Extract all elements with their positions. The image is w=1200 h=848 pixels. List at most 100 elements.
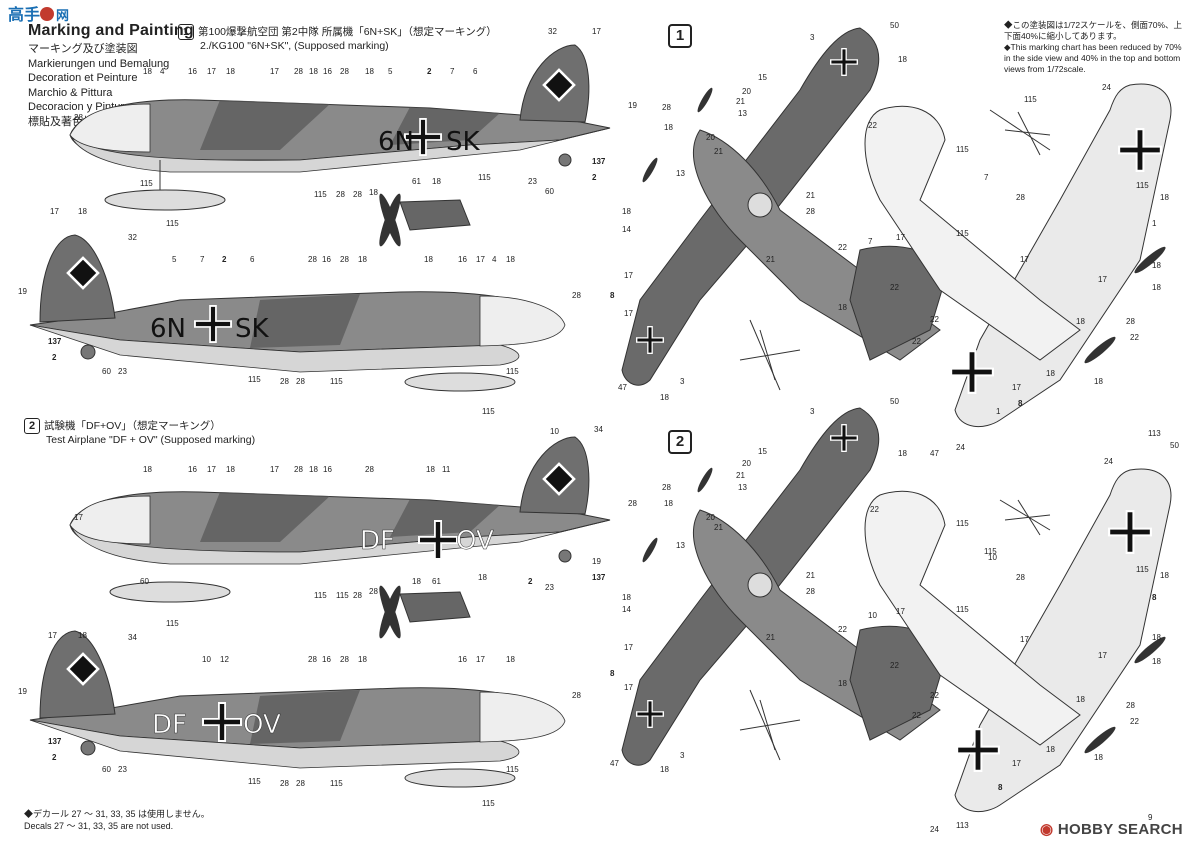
callout-number: 21: [714, 147, 723, 156]
callout-number: 28: [296, 377, 305, 386]
callout-number: 10: [202, 655, 211, 664]
callout-number: 28: [336, 190, 345, 199]
callout-number: 21: [736, 97, 745, 106]
callout-number: 47: [930, 449, 939, 458]
tail-wheel: [558, 153, 572, 167]
callout-number: 18: [838, 679, 847, 688]
callout-number: 5: [172, 255, 177, 264]
callout-number: 23: [545, 583, 554, 592]
callout-number: 12: [220, 655, 229, 664]
callout-number: 17: [624, 309, 633, 318]
callout-number: 16: [188, 67, 197, 76]
callout-number: 28: [308, 655, 317, 664]
callout-number: 18: [426, 465, 435, 474]
callout-number: 17: [270, 67, 279, 76]
callout-number: 22: [1130, 717, 1139, 726]
callout-number: 22: [838, 243, 847, 252]
svg-text:网: 网: [56, 9, 69, 24]
bomb: [104, 189, 226, 211]
scheme-1-title-en: 2./KG100 "6N+SK", (Supposed marking): [200, 40, 389, 52]
callout-number: 17: [476, 655, 485, 664]
camo-dark: [250, 294, 360, 348]
callout-number: 16: [322, 655, 331, 664]
scheme-2-header: 2 試験機「DF+OV」（想定マーキング） Test Airplane "DF +…: [24, 418, 255, 447]
callout-number: 19: [18, 287, 27, 296]
callout-number: 18: [365, 67, 374, 76]
callout-number: 115: [482, 407, 495, 416]
belly-light: [29, 719, 520, 769]
callout-number: 115: [482, 799, 495, 808]
scheme-2-title-jp: 試験機「DF+OV」（想定マーキング）: [44, 419, 221, 432]
callout-number: 1: [1152, 219, 1157, 228]
callout-number: 2: [52, 753, 57, 762]
scheme-2-badge: 2: [24, 418, 40, 434]
camo-dark: [250, 690, 360, 744]
callout-number: 32: [548, 27, 557, 36]
callout-number: 32: [128, 233, 137, 242]
scale-note-en: ◆This marking chart has been reduced by …: [1004, 42, 1182, 74]
callout-number: 17: [1012, 383, 1021, 392]
callout-number: 18: [226, 465, 235, 474]
callout-number: 24: [1104, 457, 1113, 466]
decal-note-jp: ◆デカール 27 ～ 31, 33, 35 は使用しません。: [24, 809, 210, 819]
callout-number: 115: [956, 229, 969, 238]
callout-number: 4: [160, 67, 165, 76]
tail-wheel: [80, 344, 96, 360]
callout-number: 18: [309, 67, 318, 76]
callout-number: 28: [340, 67, 349, 76]
callout-number: 15: [758, 447, 767, 456]
callout-number: 20: [706, 133, 715, 142]
callout-number: 18: [1046, 745, 1055, 754]
callout-number: 18: [432, 177, 441, 186]
callout-number: 28: [1016, 193, 1025, 202]
callout-number: 9: [1148, 813, 1153, 822]
callout-number: 61: [412, 177, 421, 186]
callout-number: 18: [424, 255, 433, 264]
glazed-nose: [479, 691, 566, 743]
callout-number: 17: [207, 465, 216, 474]
callout-number: 20: [742, 87, 751, 96]
callout-number: 18: [226, 67, 235, 76]
callout-number: 16: [323, 465, 332, 474]
decal-note-en: Decals 27 ～ 31, 33, 35 are not used.: [24, 821, 174, 831]
callout-number: 18: [358, 255, 367, 264]
callout-number: 24: [956, 443, 965, 452]
belly-light: [70, 127, 611, 173]
callout-number: 18: [898, 449, 907, 458]
callout-number: 18: [838, 303, 847, 312]
callout-number: 115: [984, 547, 997, 556]
bomb: [404, 768, 516, 788]
callout-number: 17: [1020, 255, 1029, 264]
callout-number: 20: [742, 459, 751, 468]
callout-number: 28: [1126, 701, 1135, 710]
callout-number: 115: [166, 619, 179, 628]
callout-number: 7: [868, 237, 873, 246]
callout-number: 113: [1148, 429, 1161, 438]
callout-number: 18: [1152, 261, 1161, 270]
registration-right: SK: [235, 314, 270, 344]
registration-left: 6N: [378, 127, 414, 157]
callout-number: 47: [610, 759, 619, 768]
side-view-4: DF OV: [29, 630, 566, 788]
callout-number: 16: [458, 655, 467, 664]
scheme-2-title-en: Test Airplane "DF + OV" (Supposed markin…: [46, 434, 256, 446]
callout-number: 28: [294, 67, 303, 76]
callout-number: 8: [1018, 399, 1023, 408]
callout-number: 2: [222, 255, 227, 264]
registration-right: OV: [243, 710, 281, 740]
callout-number: 17: [207, 67, 216, 76]
tail-wheel: [558, 549, 572, 563]
glazed-nose: [69, 495, 151, 545]
callout-number: 28: [1126, 317, 1135, 326]
callout-number: 17: [1020, 635, 1029, 644]
callout-number: 28: [572, 291, 581, 300]
callout-number: 21: [714, 523, 723, 532]
callout-number: 28: [806, 207, 815, 216]
top-view-3: [621, 407, 946, 766]
callout-number: 17: [592, 27, 601, 36]
callout-number: 22: [870, 505, 879, 514]
callout-number: 17: [624, 683, 633, 692]
side-view-1: 6N SK: [69, 44, 611, 247]
callout-number: 28: [294, 465, 303, 474]
